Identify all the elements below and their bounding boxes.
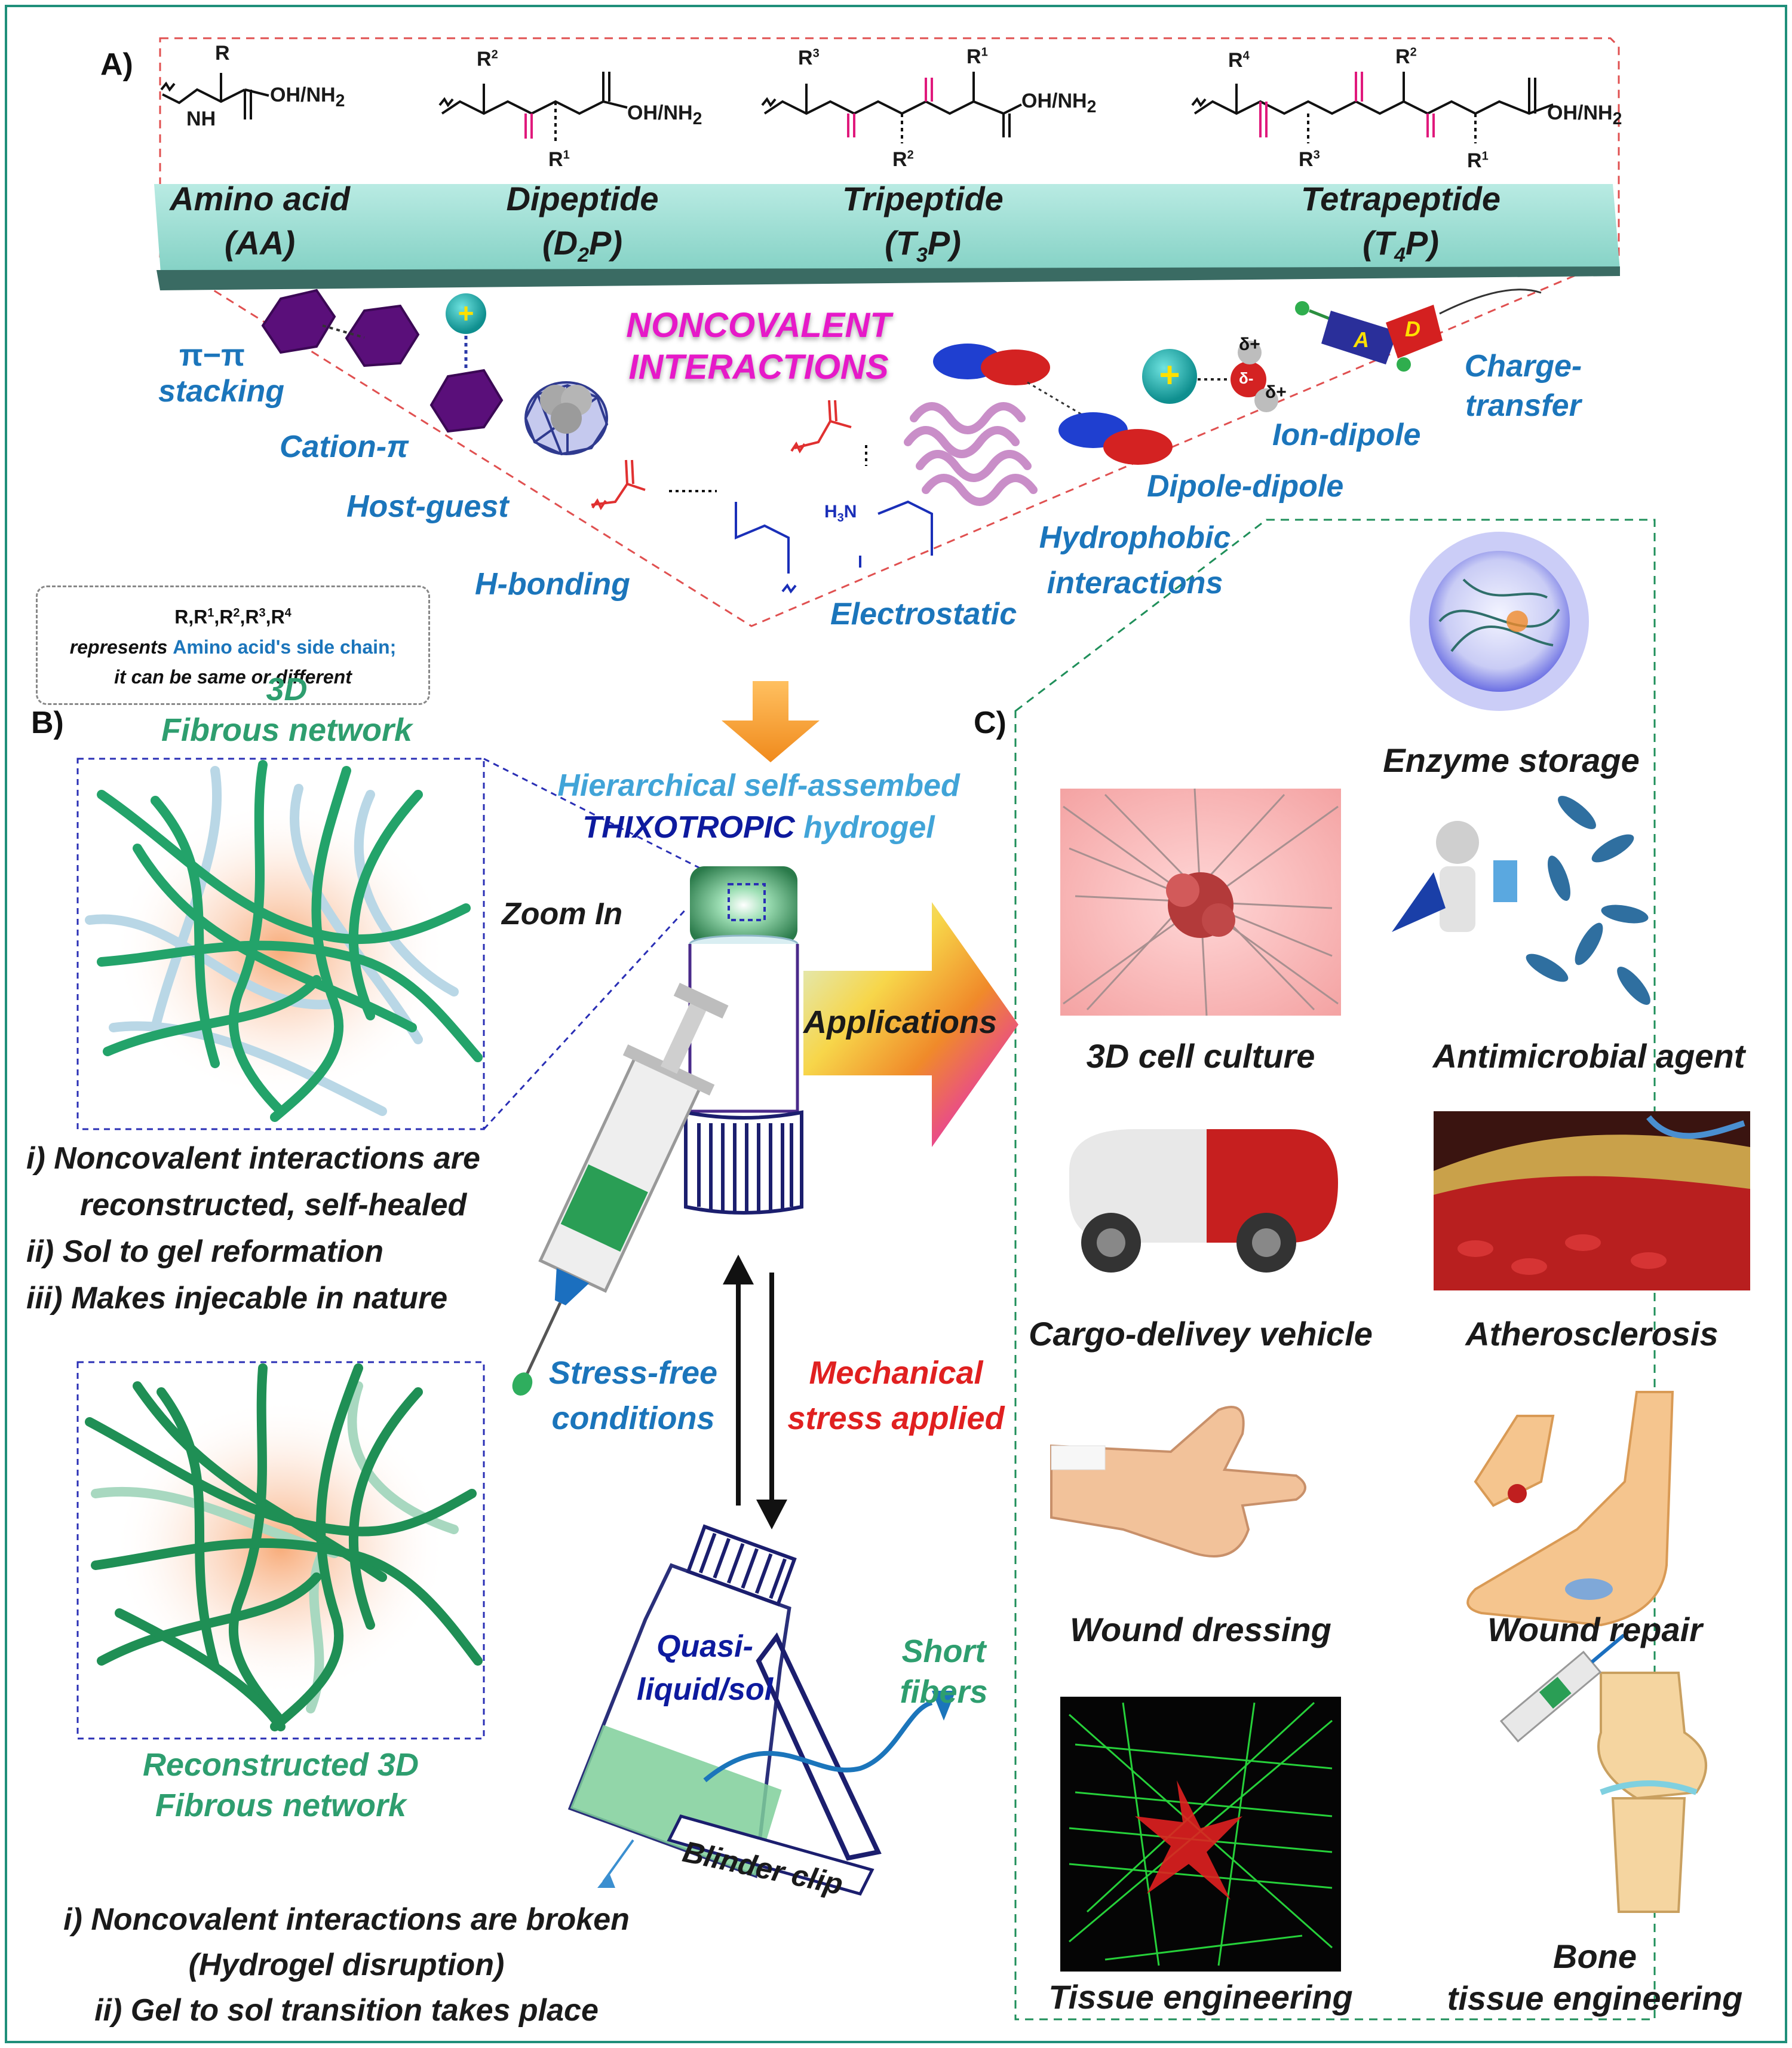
tp-r3-label: R3 xyxy=(798,47,820,69)
qp-r1-label: R1 xyxy=(1467,149,1489,172)
ion-dipole-label: Ion-dipole xyxy=(1272,418,1421,452)
h3n-label: H3N xyxy=(824,502,857,525)
app-atherosclerosis: Atherosclerosis xyxy=(1465,1315,1719,1353)
tp-r2-label: R2 xyxy=(892,148,914,171)
acceptor-label: A xyxy=(1354,327,1369,352)
legend-line-3: it can be same or different xyxy=(114,666,352,688)
qp-terminal-label: OH/NH2 xyxy=(1547,102,1622,128)
peptide-tripeptide: Tripeptide (T3P) xyxy=(842,180,1004,267)
aa-terminal-label: OH/NH2 xyxy=(270,84,345,111)
legend-line-1: R,R1,R2,R3,R4 xyxy=(174,606,291,628)
charge-transfer-label: Charge-transfer xyxy=(1464,349,1582,423)
app-tissue-engineering: Tissue engineering xyxy=(1048,1978,1353,2016)
qp-r2-label: R2 xyxy=(1395,45,1417,68)
peptide-dipeptide: Dipeptide (D2P) xyxy=(506,180,659,267)
tp-terminal-label: OH/NH2 xyxy=(1021,90,1097,116)
disruption-list: i) Noncovalent interactions are broken (… xyxy=(63,1902,630,2028)
panel-a-label: A) xyxy=(100,47,133,82)
svg-text:+: + xyxy=(458,298,474,329)
host-guest-label: Host-guest xyxy=(346,489,509,524)
h-bonding-label: H-bonding xyxy=(475,567,630,602)
legend-line-2: represents Amino acid's side chain; xyxy=(69,636,397,658)
panel-c-label: C) xyxy=(974,706,1007,740)
donor-label: D xyxy=(1405,317,1420,341)
applications-label: Applications xyxy=(803,1004,998,1040)
quasi-liquid-label: Quasi-liquid/sol xyxy=(636,1629,774,1707)
dp-r2-label: R2 xyxy=(477,48,498,70)
peptide-tetrapeptide: Tetrapeptide (T4P) xyxy=(1301,180,1501,267)
app-antimicrobial-agent: Antimicrobial agent xyxy=(1432,1037,1745,1075)
delta-plus-label-2: δ+ xyxy=(1265,382,1287,402)
pi-pi-stacking-label: stacking xyxy=(158,374,284,409)
tp-r1-label: R1 xyxy=(966,45,988,68)
app-cargo-delivery-vehicle: Cargo-delivey vehicle xyxy=(1029,1315,1373,1353)
side-chain-legend: R,R1,R2,R3,R4 represents Amino acid's si… xyxy=(36,585,430,705)
thixotropic-hydrogel-label: Hierarchical self-assembed THIXOTROPIC h… xyxy=(557,768,960,845)
dipole-dipole-label: Dipole-dipole xyxy=(1147,469,1344,504)
dp-r1-label: R1 xyxy=(548,148,570,171)
cation-pi-label: Cation-π xyxy=(280,430,409,464)
delta-plus-label: δ+ xyxy=(1239,335,1260,354)
aa-nh-label: NH xyxy=(186,108,216,130)
qp-r4-label: R4 xyxy=(1228,49,1250,72)
panel-b-label: B) xyxy=(31,706,64,740)
self-heal-list: i) Noncovalent interactions are reconstr… xyxy=(26,1141,480,1316)
app-wound-dressing: Wound dressing xyxy=(1070,1611,1331,1648)
aa-r-label: R xyxy=(215,42,230,65)
app-3d-cell-culture: 3D cell culture xyxy=(1086,1037,1315,1075)
delta-minus-label: δ- xyxy=(1239,369,1254,387)
svg-text:+: + xyxy=(1159,355,1180,395)
qp-r3-label: R3 xyxy=(1299,148,1320,171)
peptide-amino-acid: Amino acid(AA) xyxy=(170,180,350,262)
outer-frame xyxy=(5,5,1787,2043)
electrostatic-label: Electrostatic xyxy=(830,597,1017,631)
zoom-in-label: Zoom In xyxy=(502,897,623,931)
pi-pi-symbol: π−π xyxy=(179,338,245,373)
dp-terminal-label: OH/NH2 xyxy=(627,102,702,128)
app-wound-repair: Wound repair xyxy=(1487,1611,1702,1648)
app-enzyme-storage: Enzyme storage xyxy=(1383,741,1640,779)
